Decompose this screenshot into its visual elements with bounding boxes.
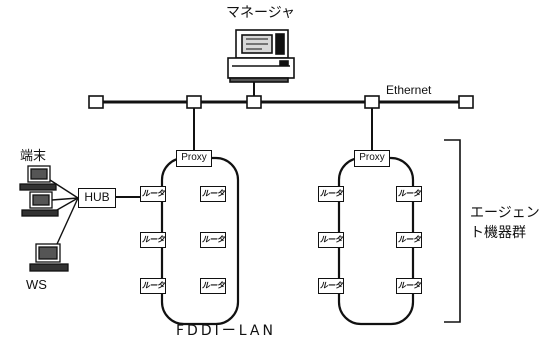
fddi-label: FDDIーLAN [176, 324, 276, 338]
router-node: ルータ [318, 278, 344, 294]
agent-label-line1: エージェン [470, 206, 540, 220]
ethernet-label: Ethernet [386, 84, 431, 96]
ethernet-tap [187, 96, 201, 108]
router-node: ルータ [200, 232, 226, 248]
ethernet-tap [459, 96, 473, 108]
hub-box: HUB [78, 188, 116, 208]
proxy-box-right: Proxy [354, 150, 390, 167]
router-node: ルータ [140, 278, 166, 294]
ethernet-tap [365, 96, 379, 108]
router-node: ルータ [200, 186, 226, 202]
terminal-icon [20, 166, 56, 190]
router-node: ルータ [140, 186, 166, 202]
ethernet-tap [89, 96, 103, 108]
router-node: ルータ [318, 232, 344, 248]
router-node: ルータ [200, 278, 226, 294]
proxy-box-left: Proxy [176, 150, 212, 167]
router-node: ルータ [396, 232, 422, 248]
ws-label: WS [26, 278, 47, 291]
router-node: ルータ [318, 186, 344, 202]
manager-computer-icon [228, 30, 294, 82]
terminal-icon [22, 192, 58, 216]
terminal-label: 端末 [20, 150, 46, 163]
agent-label-line2: ト機器群 [470, 226, 526, 240]
router-node: ルータ [396, 186, 422, 202]
ethernet-tap [247, 96, 261, 108]
router-node: ルータ [140, 232, 166, 248]
workstation-icon [30, 244, 68, 271]
router-node: ルータ [396, 278, 422, 294]
agent-group-bracket [444, 140, 460, 322]
manager-label: マネージャ [226, 6, 295, 20]
